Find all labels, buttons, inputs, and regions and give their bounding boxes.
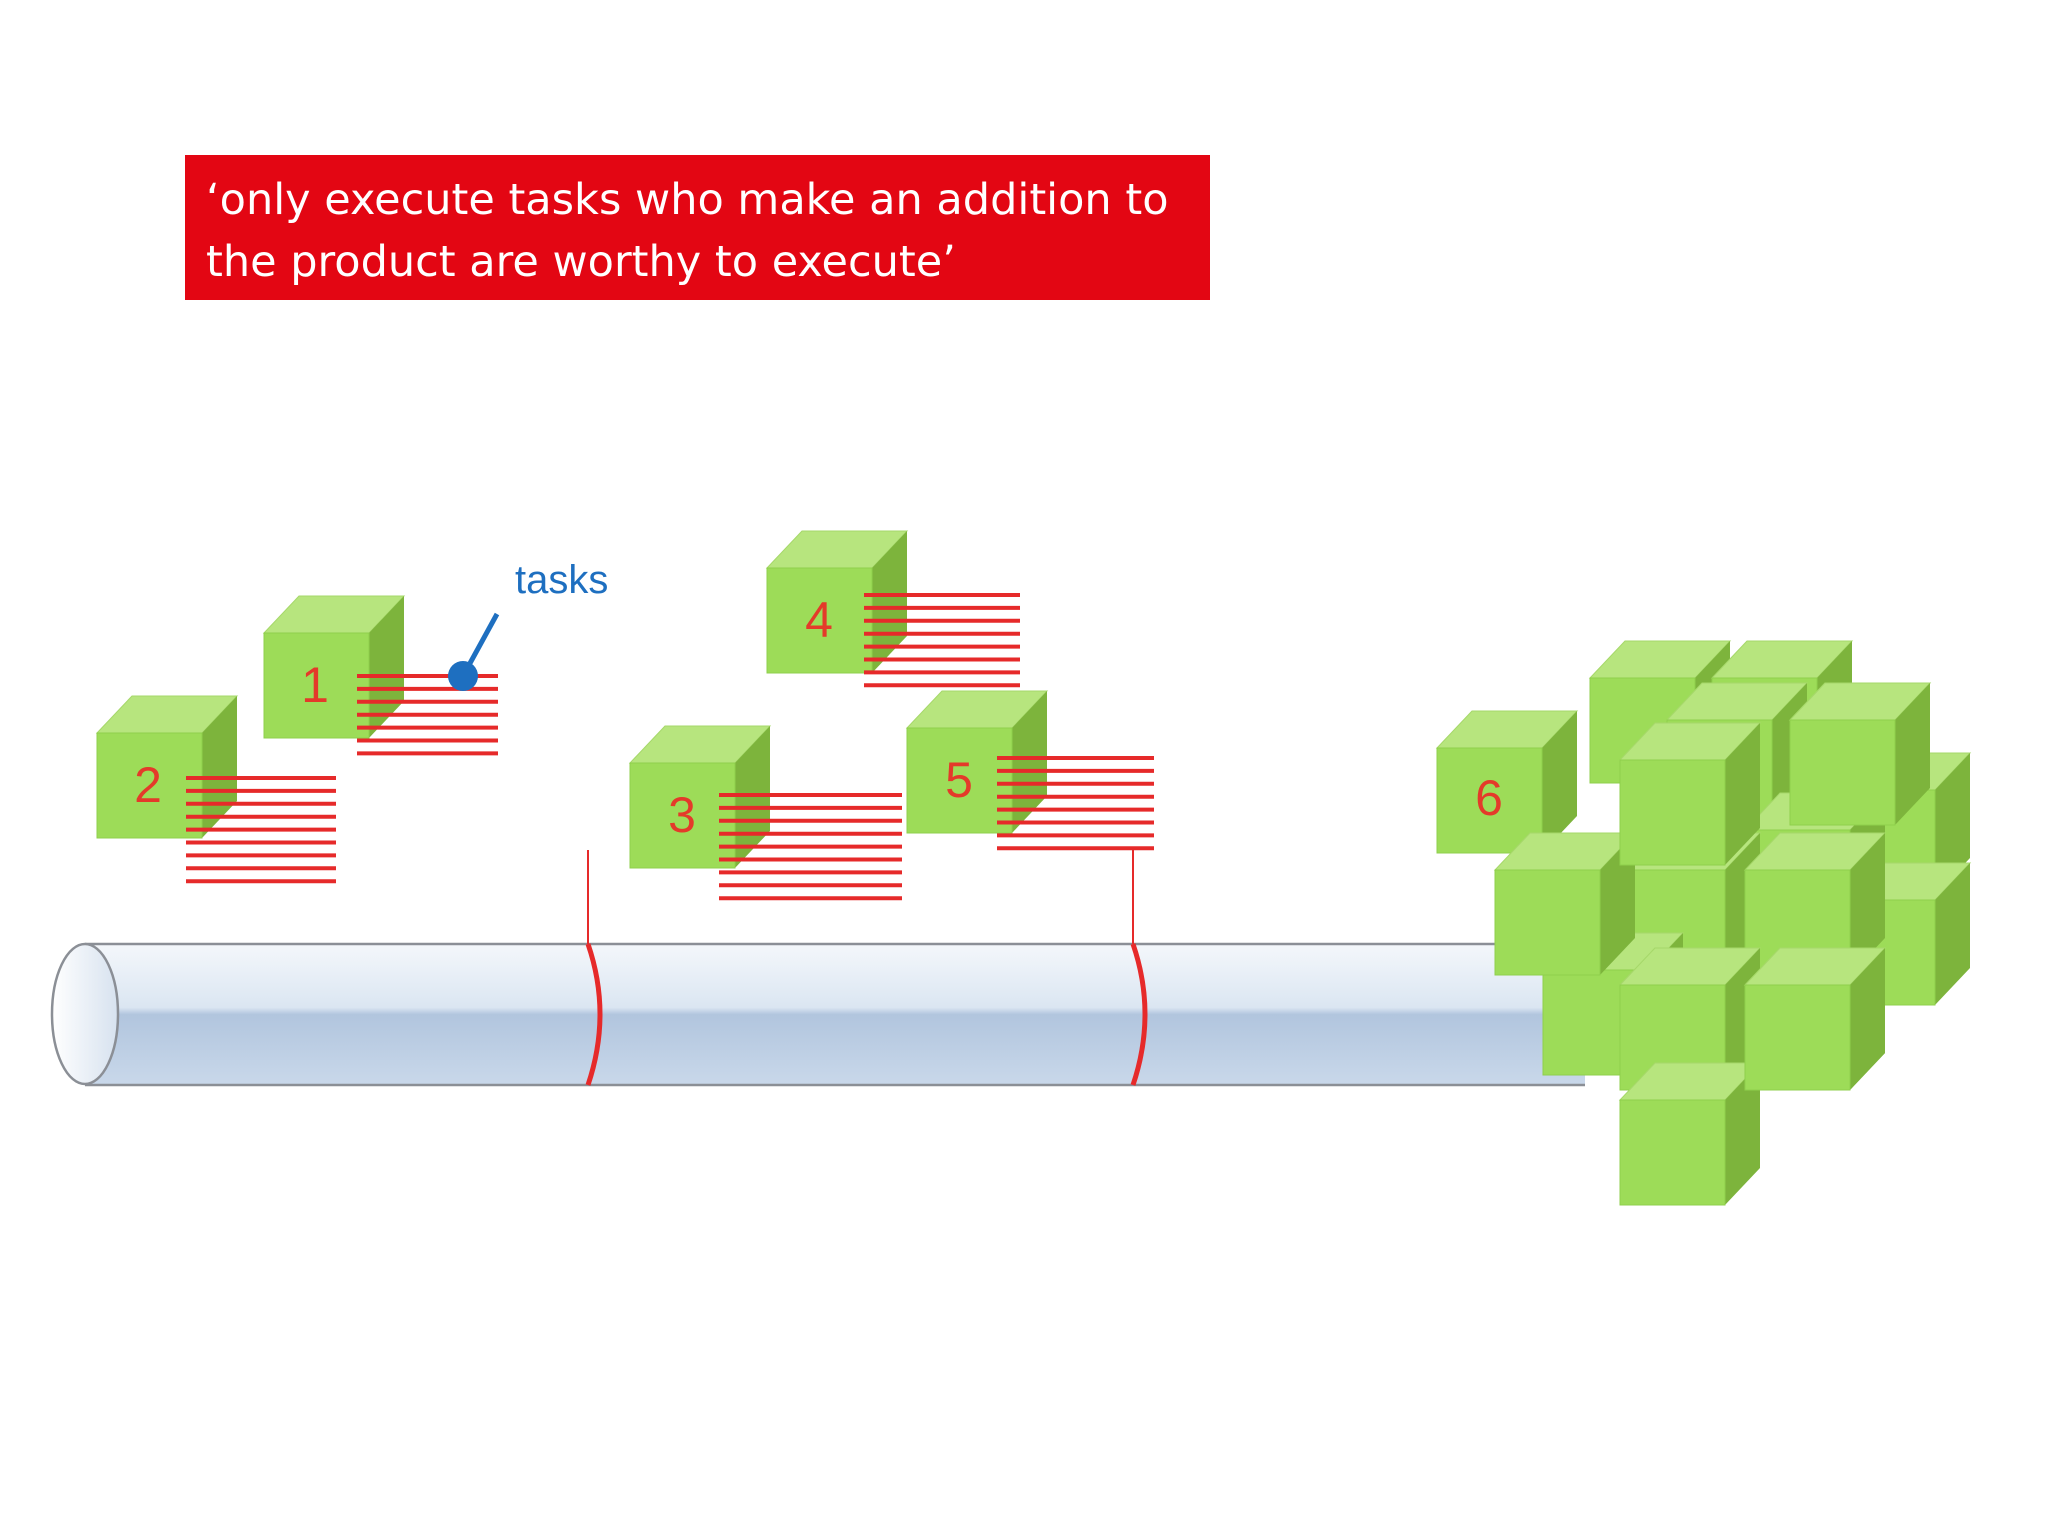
cube-side-face [1542,711,1577,853]
pipe-end-cap [50,942,120,1086]
item-number-6: 6 [1475,770,1503,826]
cube-front-face [906,727,1013,834]
cube-side-face [1935,863,1970,1005]
timeline-pipe [50,850,1585,1087]
work-item-4 [765,530,909,674]
milestone-ring-1 [585,943,603,1086]
cube-front-face [1494,869,1601,976]
work-item-5 [905,690,1049,834]
task-pin-icon [448,661,478,691]
cube-front-face [629,762,736,869]
item-number-1: 1 [301,657,329,713]
quote-banner: ‘only execute tasks who make an addition… [185,155,1210,300]
cube-front-face [1436,747,1543,854]
cube-front-face [1789,719,1896,826]
work-item-6 [1435,710,1579,854]
item-number-4: 4 [805,592,833,648]
item-number-5: 5 [945,752,973,808]
milestone-ring-2 [1130,943,1148,1086]
quote-line-1: ‘only execute tasks who make an addition… [206,175,1169,225]
product-cube [1788,682,1932,826]
pipe-body [85,944,1585,1085]
task-lines-4 [864,593,1020,688]
cube-side-face [1935,753,1970,895]
cube-side-face [1850,948,1885,1090]
product-cube [1618,947,1762,1091]
task-lines-2 [186,776,336,884]
cube-front-face [1619,1099,1726,1206]
product-cube [1743,947,1887,1091]
cube-front-face [766,567,873,674]
tasks-label: tasks [515,558,608,602]
cube-front-face [263,632,370,739]
cube-side-face [1725,1063,1760,1205]
cube-front-face [1619,759,1726,866]
task-lines-5 [997,756,1154,851]
work-item-cube-4 [765,530,909,674]
blocks-layer [95,530,1972,1206]
product-cube [1618,1062,1762,1206]
item-number-2: 2 [134,757,162,813]
cube-side-face [1850,833,1885,975]
item-number-3: 3 [668,787,696,843]
cube-front-face [1744,984,1851,1091]
cube-side-face [1600,833,1635,975]
cube-front-face [96,732,203,839]
product-cube [1493,832,1637,976]
work-item-cube-6 [1435,710,1579,854]
cube-side-face [872,531,907,673]
product-cluster [1493,640,1972,1206]
cube-side-face [1725,723,1760,865]
task-lines-1 [357,674,498,756]
work-item-cube-5 [905,690,1049,834]
task-lines-3 [719,793,902,901]
cube-side-face [1895,683,1930,825]
quote-line-2: the product are worthy to execute’ [206,237,956,287]
product-cube [1618,722,1762,866]
